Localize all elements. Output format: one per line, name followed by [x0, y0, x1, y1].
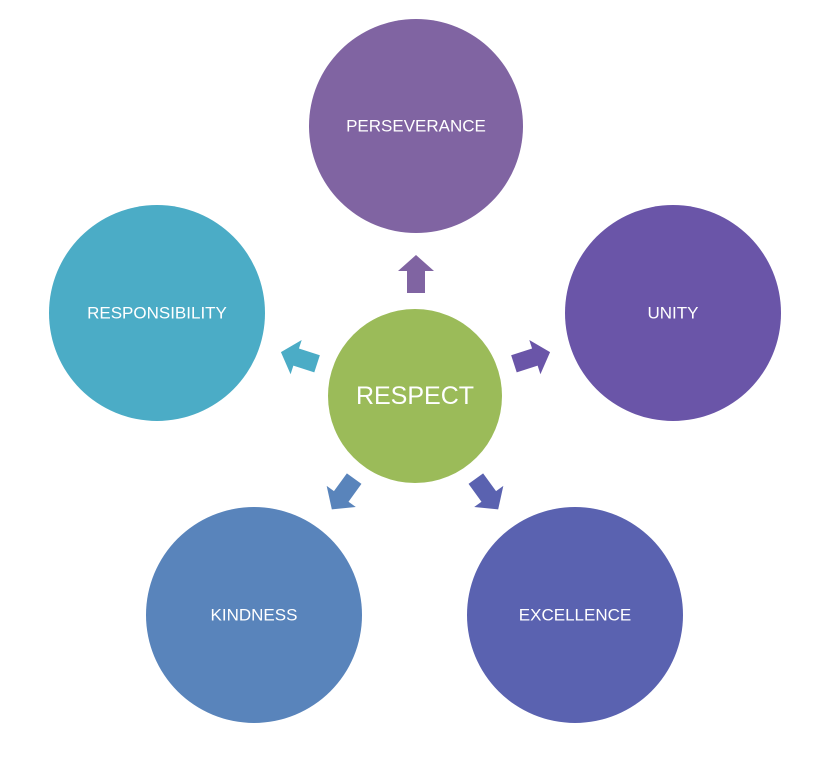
arrow-to-unity-icon: [511, 339, 551, 375]
excellence-label: EXCELLENCE: [519, 606, 631, 625]
unity-circle: [565, 205, 781, 421]
respect-circle: [328, 309, 502, 483]
kindness-circle: [146, 507, 362, 723]
arrow-to-excellence-icon: [468, 473, 504, 510]
perseverance-label: PERSEVERANCE: [346, 117, 486, 136]
kindness-label: KINDNESS: [211, 606, 298, 625]
respect-label: RESPECT: [356, 382, 474, 410]
node-excellence: EXCELLENCE: [467, 507, 683, 723]
node-perseverance: PERSEVERANCE: [309, 19, 523, 233]
node-unity: UNITY: [565, 205, 781, 421]
arrow-to-responsibility-icon: [280, 339, 320, 375]
responsibility-label: RESPONSIBILITY: [87, 304, 227, 323]
node-kindness: KINDNESS: [146, 507, 362, 723]
arrow-to-kindness-icon: [326, 473, 362, 510]
excellence-circle: [467, 507, 683, 723]
perseverance-circle: [309, 19, 523, 233]
unity-label: UNITY: [648, 304, 699, 323]
node-responsibility: RESPONSIBILITY: [49, 205, 265, 421]
arrow-to-perseverance-icon: [398, 255, 434, 293]
node-center: RESPECT: [328, 309, 502, 483]
responsibility-circle: [49, 205, 265, 421]
